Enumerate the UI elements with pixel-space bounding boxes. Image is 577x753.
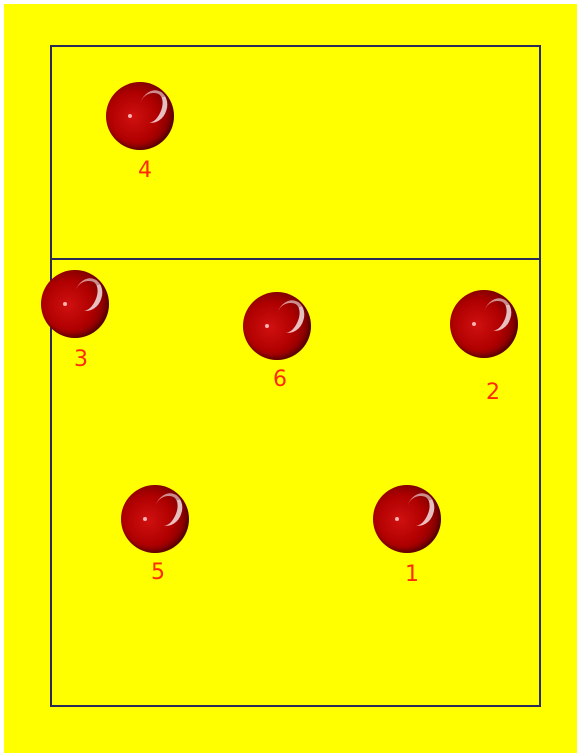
player-label-6: 6	[273, 369, 287, 391]
player-label-5: 5	[151, 562, 165, 584]
player-ball-6[interactable]	[243, 292, 311, 360]
player-label-1: 1	[405, 564, 419, 586]
player-ball-3[interactable]	[41, 270, 109, 338]
net-line	[50, 258, 541, 260]
player-ball-5[interactable]	[121, 485, 189, 553]
player-label-4: 4	[138, 160, 152, 182]
player-ball-4[interactable]	[106, 82, 174, 150]
player-ball-2[interactable]	[450, 290, 518, 358]
player-label-2: 2	[486, 382, 500, 404]
player-label-3: 3	[74, 349, 88, 371]
player-ball-1[interactable]	[373, 485, 441, 553]
